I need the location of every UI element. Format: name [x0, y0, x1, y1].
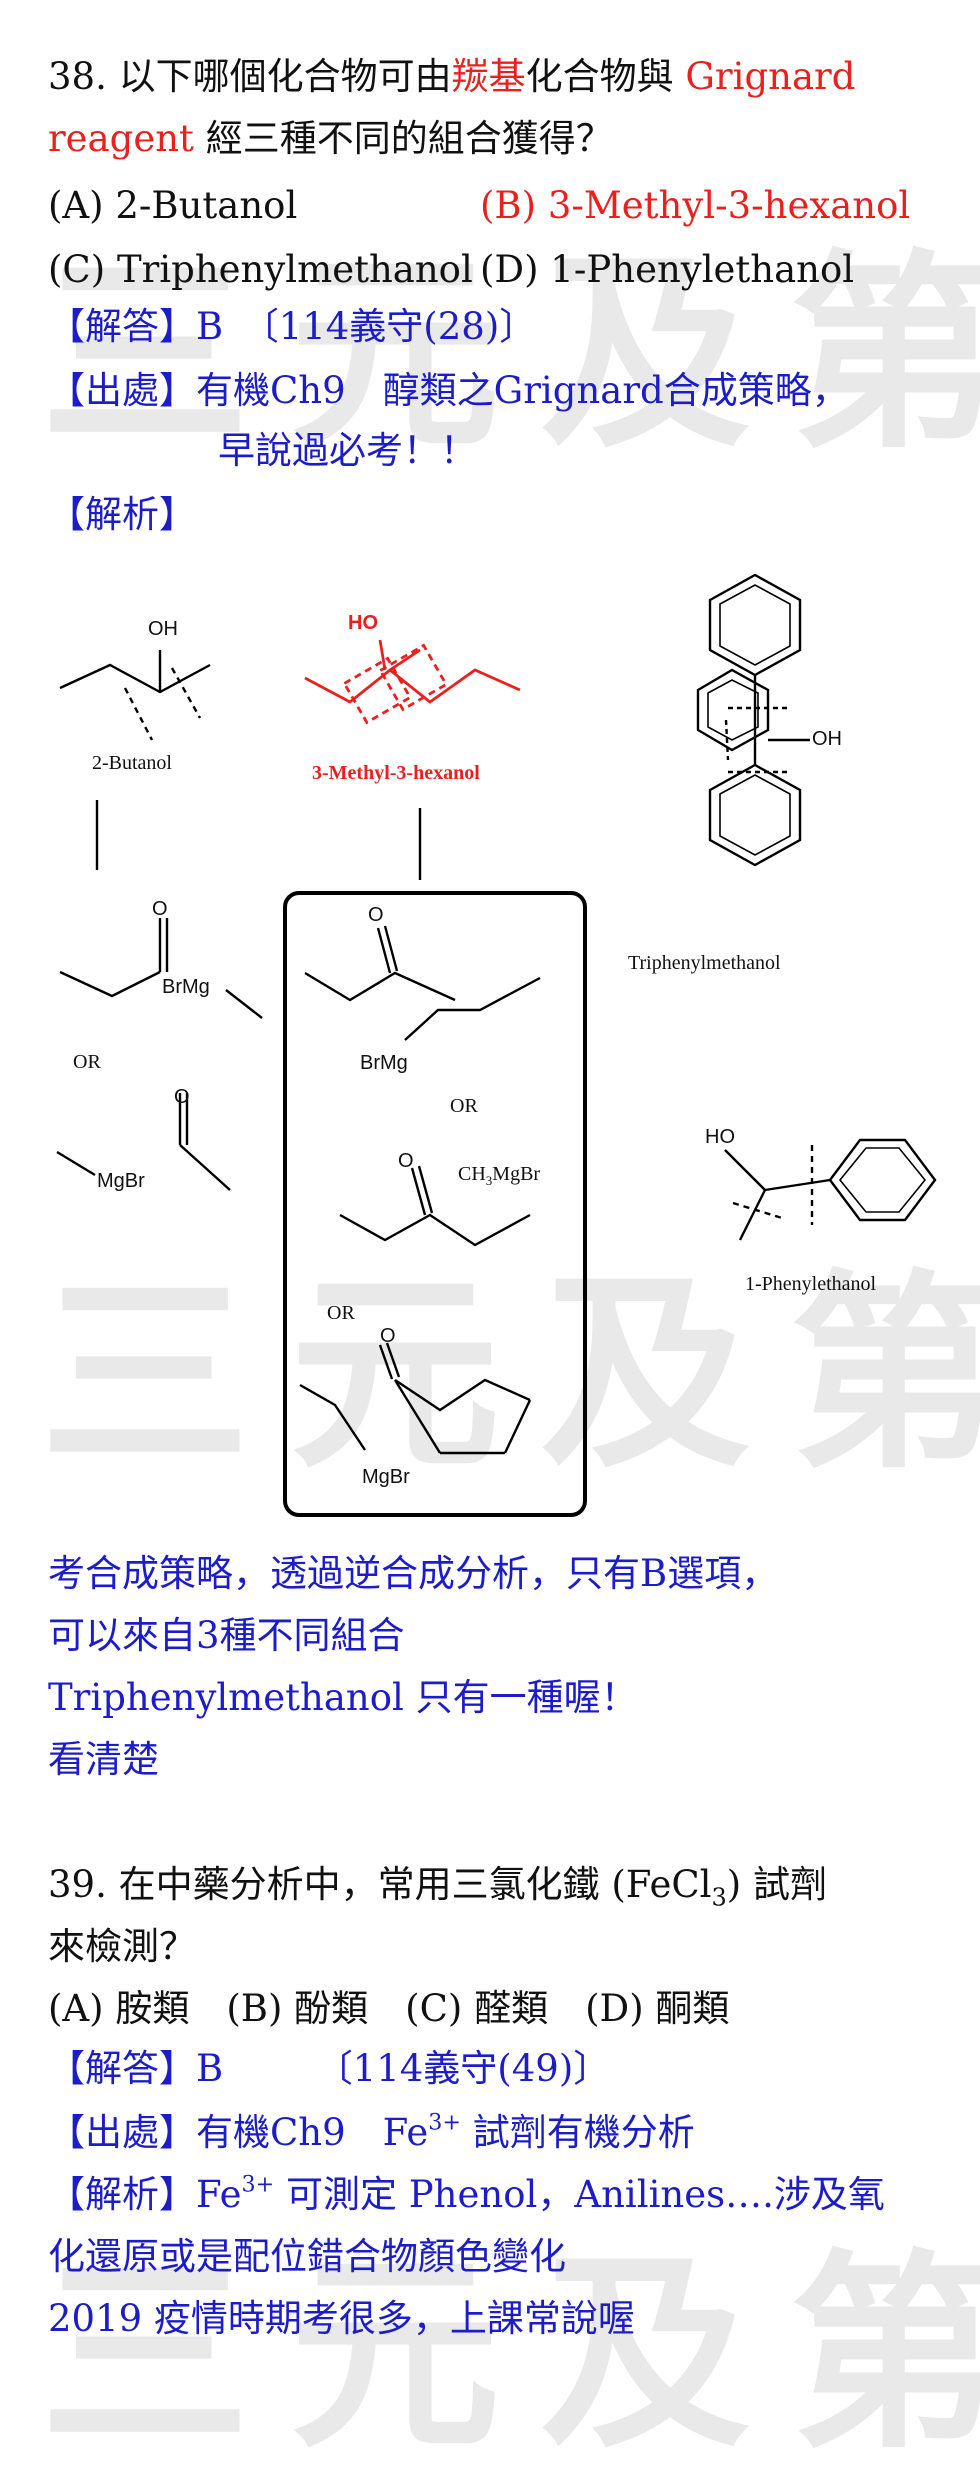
- q38-analysis-label: 【解析】: [48, 493, 196, 536]
- box-oxygen-3: O: [380, 1325, 396, 1347]
- butanol-skeleton: [59, 663, 211, 694]
- q39-sub: 3: [711, 1883, 727, 1912]
- q39-answer: 【解答】B 〔114義守(49)〕: [48, 2047, 611, 2090]
- phenylethanol-name: 1-Phenylethanol: [745, 1273, 877, 1295]
- q38-source-2: 早說過必考！！: [218, 429, 477, 472]
- q38-option-d: (D) 1-Phenylethanol: [480, 248, 855, 291]
- left-or: OR: [73, 1051, 101, 1073]
- q38-note-3: Triphenylmethanol 只有一種喔！: [48, 1676, 638, 1719]
- q39-analysis-2: 化還原或是配位錯合物顏色變化: [48, 2235, 566, 2278]
- butanone-left: [59, 970, 161, 998]
- hexanol-skeleton: [304, 639, 521, 725]
- q39-line1: 39. 在中藥分析中，常用三氯化鐵 (FeCl3) 試劑: [48, 1866, 827, 1909]
- hexanol-name: 3-Methyl-3-hexanol: [312, 762, 480, 784]
- q38-note-1: 考合成策略，透過逆合成分析，只有B選項，: [48, 1552, 779, 1595]
- box-oxygen-1: O: [368, 904, 384, 926]
- q39-options: (A) 胺類 (B) 酚類 (C) 醛類 (D) 酮類: [48, 1987, 730, 2030]
- box-oxygen-2: O: [398, 1150, 414, 1172]
- box-brmg: BrMg: [360, 1052, 408, 1074]
- q38-note-4: 看清楚: [48, 1738, 159, 1781]
- q38-carbonyl: 羰基: [451, 55, 526, 98]
- butanol-name: 2-Butanol: [92, 752, 172, 774]
- q38-text-b: 化合物與: [525, 55, 674, 98]
- q39-analysis-sup: 3+: [241, 2171, 275, 2198]
- left-mgbr: MgBr: [97, 1170, 145, 1192]
- q38-option-b: (B) 3-Methyl-3-hexanol: [480, 184, 911, 227]
- q38-line1: 38. 以下哪個化合物可由羰基化合物與 Grignard: [48, 58, 855, 95]
- synthesis-options-box: [283, 891, 587, 1517]
- q39-text-end: ) 試劑: [726, 1863, 827, 1906]
- q39-analysis: 【解析】Fe3+ 可測定 Phenol，Anilines….涉及氧: [48, 2173, 885, 2216]
- left-oxygen-1: O: [152, 898, 168, 920]
- q38-reagent: reagent: [48, 117, 194, 160]
- box-mgbr: MgBr: [362, 1466, 410, 1488]
- q39-line2: 來檢測？: [48, 1925, 196, 1968]
- box-ch3mgbr: CH3MgBr: [458, 1163, 541, 1188]
- q38-text-c: 經三種不同的組合獲得？: [205, 117, 613, 160]
- retrosynthesis-diagram: [56, 573, 937, 1517]
- q39-source-sup: 3+: [428, 2109, 461, 2136]
- q39-analysis-post: 可測定 Phenol，Anilines….涉及氧: [274, 2173, 885, 2216]
- q38-option-a: (A) 2-Butanol: [48, 184, 298, 227]
- q38-line2: reagent 經三種不同的組合獲得？: [48, 120, 613, 157]
- q38-grignard: Grignard: [685, 55, 856, 98]
- q39-analysis-3: 2019 疫情時期考很多，上課常說喔: [48, 2297, 635, 2340]
- q39-text: 在中藥分析中，常用三氯化鐵 (FeCl: [118, 1863, 712, 1906]
- q38-answer: 【解答】B 〔114義守(28)〕: [48, 305, 537, 348]
- q39-analysis-pre: 【解析】Fe: [48, 2173, 242, 2216]
- phenylethanol-ho-label: HO: [705, 1126, 735, 1148]
- q38-text-a: 以下哪個化合物可由: [118, 55, 452, 98]
- left-oxygen-2: O: [174, 1086, 190, 1108]
- q39-source: 【出處】有機Ch9 Fe3+ 試劑有機分析: [48, 2111, 695, 2154]
- triphenyl-oh-label: OH: [812, 728, 842, 750]
- q39-source-pre: 【出處】有機Ch9 Fe: [48, 2111, 429, 2154]
- q39-number: 39.: [48, 1863, 107, 1906]
- left-brmg: BrMg: [162, 976, 210, 998]
- q39-source-post: 試劑有機分析: [460, 2111, 695, 2154]
- box-or-1: OR: [450, 1095, 478, 1117]
- q38-number: 38.: [48, 55, 107, 98]
- box-or-2: OR: [327, 1302, 355, 1324]
- watermark-bottom: 三元及第: [40, 2232, 980, 2477]
- hexanol-ho-label: HO: [348, 612, 378, 634]
- watermark-top: 三元及第: [40, 232, 980, 477]
- triphenyl-name: Triphenylmethanol: [628, 952, 781, 974]
- q38-source-1: 【出處】有機Ch9 醇類之Grignard合成策略，: [48, 369, 849, 412]
- q38-note-2: 可以來自3種不同組合: [48, 1614, 405, 1657]
- butanol-oh-label: OH: [148, 618, 178, 640]
- q38-option-c: (C) Triphenylmethanol: [48, 248, 473, 291]
